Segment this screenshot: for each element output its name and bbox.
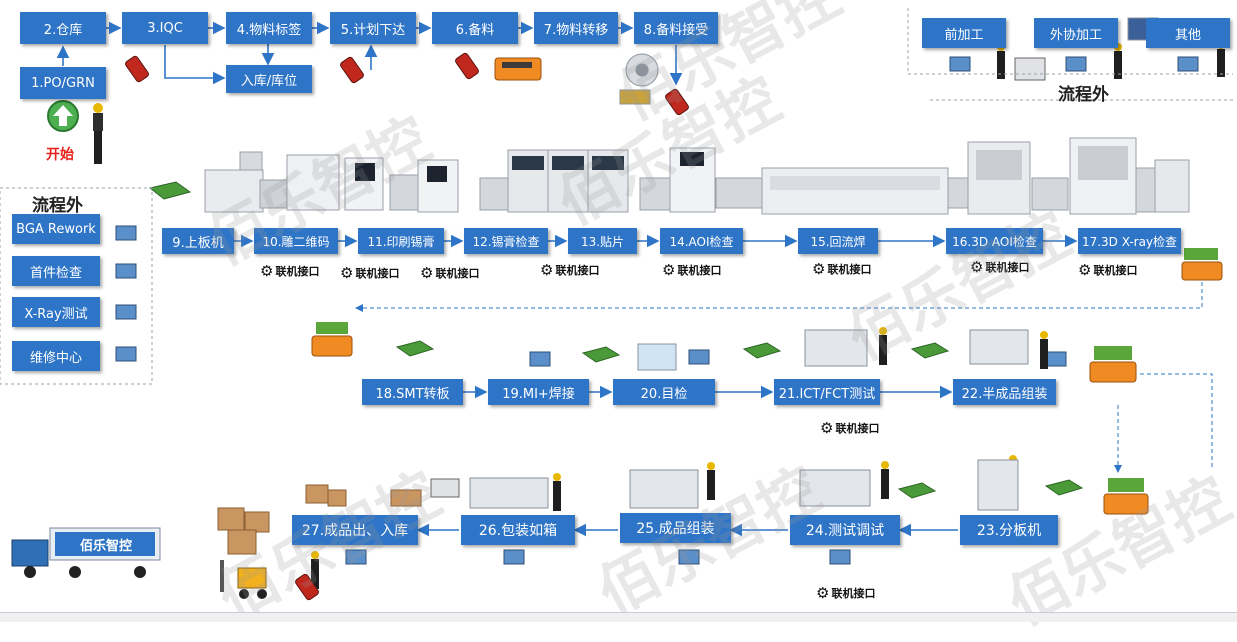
- outside-item-bga-rework: BGA Rework: [12, 214, 100, 244]
- step-13-placement: 13.贴片: [568, 228, 637, 254]
- up-arrow-icon: [47, 100, 79, 132]
- step-24-test-debug: 24.测试调试: [790, 515, 900, 545]
- printer-icon: [430, 57, 1046, 498]
- interface-label: ⚙联机接口: [816, 583, 876, 602]
- outside-item-first-article: 首件检查: [12, 256, 100, 286]
- step-6-prepare-material: 6.备料: [432, 12, 518, 44]
- outside-item-xray: X-Ray测试: [12, 297, 100, 327]
- truck-icon: [11, 527, 161, 578]
- step-1-po-grn: 1.PO/GRN: [20, 67, 106, 99]
- interface-label: ⚙联机接口: [970, 257, 1030, 276]
- step-26-packing: 26.包装如箱: [461, 515, 575, 545]
- step-17-3d-xray: 17.3D X-ray检查: [1078, 228, 1181, 254]
- step-9-loader: 9.上板机: [162, 228, 234, 254]
- gear-icon: ⚙: [1078, 260, 1092, 279]
- smt-machines: [204, 137, 1190, 215]
- outside-process-right-title: 流程外: [1058, 85, 1109, 105]
- step-27-finished-goods: 27.成品出、入库: [292, 515, 418, 545]
- step-7-material-transfer: 7.物料转移: [534, 12, 618, 44]
- step-5-plan-release: 5.计划下达: [330, 12, 416, 44]
- top-arrows: [56, 21, 683, 86]
- forklift-icon: [220, 560, 267, 599]
- gear-icon: ⚙: [540, 260, 554, 279]
- pcb-board-icon: [148, 181, 1084, 499]
- outside-item-pre-processing: 前加工: [922, 18, 1006, 48]
- step-20-visual-inspection: 20.目检: [613, 379, 715, 405]
- outside-item-outsourcing: 外协加工: [1034, 18, 1118, 48]
- step-11-solder-print: 11.印刷锡膏: [358, 228, 444, 254]
- gear-icon: ⚙: [260, 261, 274, 280]
- step-18-smt-transfer: 18.SMT转板: [362, 379, 463, 405]
- step-14-aoi: 14.AOI检查: [660, 228, 743, 254]
- monitor-icon: [115, 56, 1199, 565]
- interface-label: ⚙联机接口: [812, 259, 872, 278]
- flow-diagram: [0, 8, 1233, 601]
- gear-icon: ⚙: [820, 418, 834, 437]
- gear-icon: ⚙: [812, 259, 826, 278]
- gear-icon: ⚙: [816, 583, 830, 602]
- interface-label: ⚙联机接口: [420, 263, 480, 282]
- step-25-final-assembly: 25.成品组装: [620, 513, 731, 543]
- step-16-3d-aoi: 16.3D AOI检查: [946, 228, 1043, 254]
- start-label: 开始: [46, 147, 74, 163]
- step-21-ict-fct: 21.ICT/FCT测试: [774, 379, 880, 405]
- step-4b-storage-location: 入库/库位: [226, 65, 312, 93]
- interface-label: ⚙联机接口: [340, 263, 400, 282]
- step-22-semi-assembly: 22.半成品组装: [953, 379, 1056, 405]
- step-2-warehouse: 2.仓库: [20, 12, 106, 44]
- bottom-scrollbar[interactable]: [0, 612, 1237, 622]
- step-12-spi: 12.锡膏检查: [464, 228, 548, 254]
- step-10-laser-qr: 10.雕二维码: [254, 228, 338, 254]
- step-19-mi-soldering: 19.MI+焊接: [488, 379, 589, 405]
- gear-icon: ⚙: [662, 260, 676, 279]
- interface-label: ⚙联机接口: [540, 260, 600, 279]
- outside-item-repair-center: 维修中心: [12, 341, 100, 371]
- gear-icon: ⚙: [420, 263, 434, 282]
- step-3-iqc: 3.IQC: [122, 12, 208, 44]
- step-15-reflow: 15.回流焊: [798, 228, 878, 254]
- interface-label: ⚙联机接口: [1078, 260, 1138, 279]
- gear-icon: ⚙: [340, 263, 354, 282]
- machine-icon: [469, 17, 1159, 511]
- gear-icon: ⚙: [970, 257, 984, 276]
- interface-label: ⚙联机接口: [820, 418, 880, 437]
- outside-process-left-title: 流程外: [32, 196, 83, 216]
- phone-scanner-icon: [125, 52, 689, 601]
- interface-label: ⚙联机接口: [662, 260, 722, 279]
- agv-icon: [311, 57, 1223, 515]
- step-8-material-receive: 8.备料接受: [634, 12, 718, 44]
- outside-item-other: 其他: [1146, 18, 1230, 48]
- step-4-material-label: 4.物料标签: [226, 12, 312, 44]
- step-23-depaneling: 23.分板机: [960, 515, 1058, 545]
- truck-logo: 佰乐智控: [80, 539, 133, 554]
- box-icon: [217, 484, 422, 555]
- interface-label: ⚙联机接口: [260, 261, 320, 280]
